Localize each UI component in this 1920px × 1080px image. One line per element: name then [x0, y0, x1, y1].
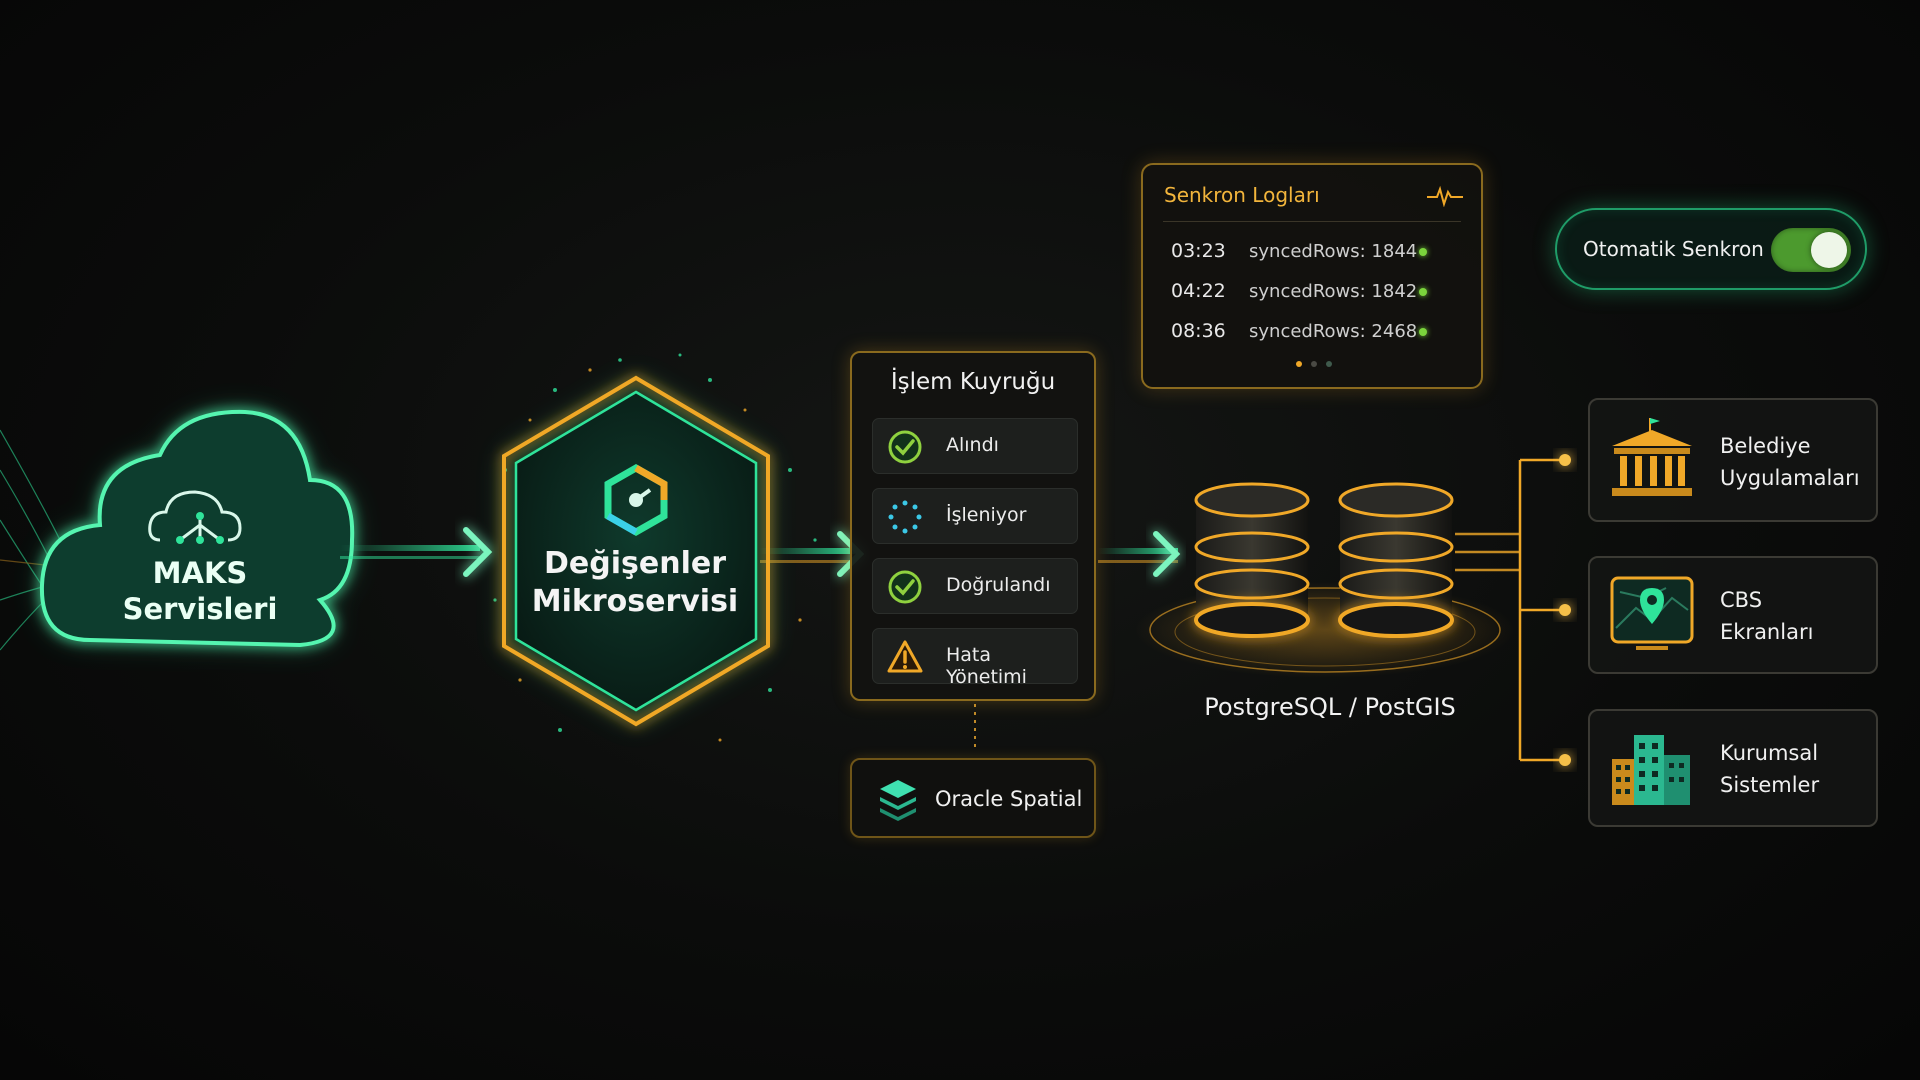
log-time: 03:23: [1171, 240, 1226, 262]
log-status-dot: [1419, 248, 1427, 256]
target-gis-screens[interactable]: CBS Ekranları: [1588, 556, 1878, 674]
layers-icon: [880, 780, 916, 821]
target-municipal-apps[interactable]: Belediye Uygulamaları: [1588, 398, 1878, 522]
queue-item-label: Doğrulandı: [946, 574, 1051, 596]
log-message: syncedRows: 1842: [1249, 281, 1418, 302]
log-entry: 08:36 syncedRows: 2468: [1171, 320, 1461, 346]
log-message: syncedRows: 2468: [1249, 321, 1418, 342]
target-label-line1: Belediye: [1720, 434, 1811, 458]
database-cylinder-2: [1338, 482, 1454, 638]
maks-label-line2: Servisleri: [122, 592, 278, 626]
incoming-streaks: [0, 429, 61, 651]
logs-pager-dot[interactable]: [1311, 361, 1317, 367]
cloud-network-icon: [148, 490, 242, 544]
log-entry: 04:22 syncedRows: 1842: [1171, 280, 1461, 306]
city-hall-icon: [1612, 418, 1692, 496]
sync-logs-panel: Senkron Logları 03:23 syncedRows: 1844 0…: [1141, 163, 1483, 389]
fanout-connectors: [1455, 454, 1571, 766]
maks-label-line1: MAKS: [152, 556, 248, 590]
queue-item-processing[interactable]: İşleniyor: [872, 488, 1078, 544]
map-pin-icon: [1610, 576, 1694, 650]
microservice-label: Değişenler Mikroservisi: [510, 545, 760, 621]
oracle-spatial-node[interactable]: Oracle Spatial: [850, 758, 1096, 838]
microservice-label-line2: Mikroservisi: [531, 584, 739, 619]
maks-services-label: MAKS Servisleri: [90, 555, 310, 627]
queue-item-label: Hata Yönetimi: [946, 644, 1027, 688]
hexagon-shape: [502, 375, 770, 727]
log-entry: 03:23 syncedRows: 1844: [1171, 240, 1461, 266]
logs-divider: [1163, 221, 1461, 222]
particle-halo: [493, 353, 817, 742]
target-label-line1: Kurumsal: [1720, 741, 1819, 765]
check-circle-icon: [888, 570, 922, 604]
logs-pager-dot-active[interactable]: [1296, 361, 1302, 367]
check-circle-icon: [888, 430, 922, 464]
oracle-label: Oracle Spatial: [935, 787, 1083, 811]
log-time: 08:36: [1171, 320, 1226, 342]
target-label-line2: Ekranları: [1720, 620, 1814, 644]
queue-item-error-handling[interactable]: Hata Yönetimi: [872, 628, 1078, 688]
queue-title: İşlem Kuyruğu: [890, 369, 1056, 395]
process-queue-panel: İşlem Kuyruğu Alındı İşleniyor Doğruland…: [850, 351, 1096, 701]
flow-arrow-2: [760, 531, 865, 577]
flow-arrow-3: [1098, 531, 1181, 577]
target-label-line2: Uygulamaları: [1720, 466, 1860, 490]
flow-arrow-1: [340, 527, 493, 577]
buildings-icon: [1612, 735, 1690, 805]
microservice-label-line1: Değişenler: [544, 546, 726, 581]
log-time: 04:22: [1171, 280, 1226, 302]
logs-title: Senkron Logları: [1164, 183, 1320, 207]
logs-pager-dot[interactable]: [1326, 361, 1332, 367]
pulse-icon: [1427, 185, 1463, 207]
auto-sync-toggle[interactable]: [1771, 228, 1851, 272]
log-message: syncedRows: 1844: [1249, 241, 1418, 262]
database-glow-disc: [1135, 582, 1515, 678]
auto-sync-label: Otomatik Senkron: [1583, 237, 1764, 261]
queue-item-label: Alındı: [946, 434, 999, 456]
target-label-line2: Sistemler: [1720, 773, 1820, 797]
warning-icon: [887, 640, 923, 673]
log-status-dot: [1419, 288, 1427, 296]
database-label: PostgreSQL / PostGIS: [1204, 693, 1456, 721]
target-label-line1: CBS: [1720, 588, 1763, 612]
log-status-dot: [1419, 328, 1427, 336]
cube-logo-icon: [604, 463, 668, 537]
spinner-icon: [888, 500, 922, 534]
target-enterprise-systems[interactable]: Kurumsal Sistemler: [1588, 709, 1878, 827]
toggle-knob: [1811, 232, 1847, 268]
auto-sync-control: Otomatik Senkron: [1555, 208, 1867, 290]
queue-item-label: İşleniyor: [946, 504, 1027, 526]
queue-item-received[interactable]: Alındı: [872, 418, 1078, 474]
queue-item-validated[interactable]: Doğrulandı: [872, 558, 1078, 614]
database-cylinder-1: [1194, 482, 1310, 638]
